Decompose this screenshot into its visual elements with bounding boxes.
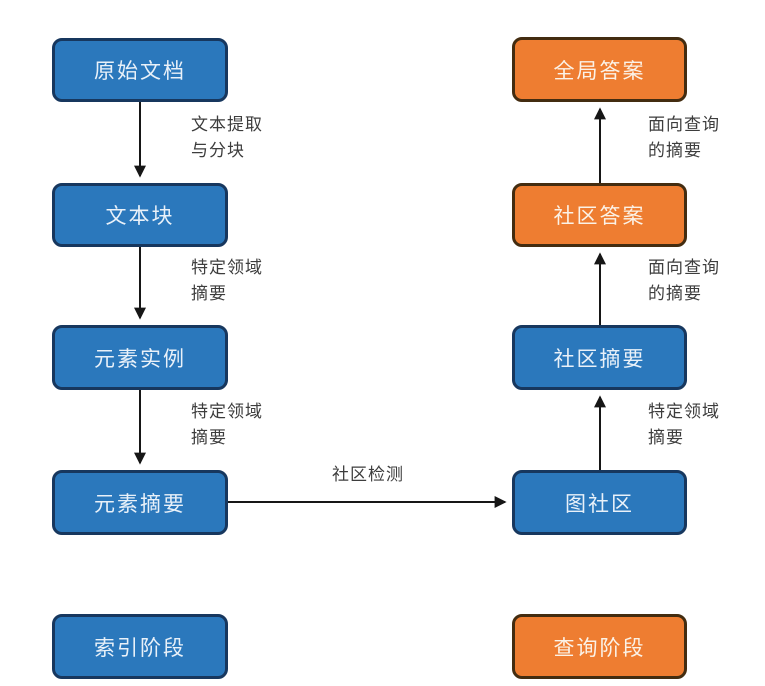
- legend-query-stage: 查询阶段: [512, 614, 687, 679]
- edge-label-text-extraction: 文本提取 与分块: [191, 115, 263, 161]
- legend-indexing-stage: 索引阶段: [52, 614, 228, 679]
- edge-label-query-summary-1: 面向查询 的摘要: [648, 258, 720, 304]
- node-element-summaries: 元素摘要: [52, 470, 228, 535]
- node-element-instances: 元素实例: [52, 325, 228, 390]
- edge-label-domain-summary-2: 特定领域 摘要: [191, 402, 263, 448]
- node-raw-documents: 原始文档: [52, 38, 228, 102]
- node-global-answer: 全局答案: [512, 37, 687, 102]
- node-text-chunks: 文本块: [52, 183, 228, 247]
- edge-label-domain-summary-right: 特定领域 摘要: [648, 402, 720, 448]
- edge-label-community-detection: 社区检测: [332, 465, 404, 485]
- node-community-summaries: 社区摘要: [512, 325, 687, 390]
- edge-label-query-summary-2: 面向查询 的摘要: [648, 115, 720, 161]
- node-community-answers: 社区答案: [512, 183, 687, 247]
- node-graph-communities: 图社区: [512, 470, 687, 535]
- edge-label-domain-summary-1: 特定领域 摘要: [191, 258, 263, 304]
